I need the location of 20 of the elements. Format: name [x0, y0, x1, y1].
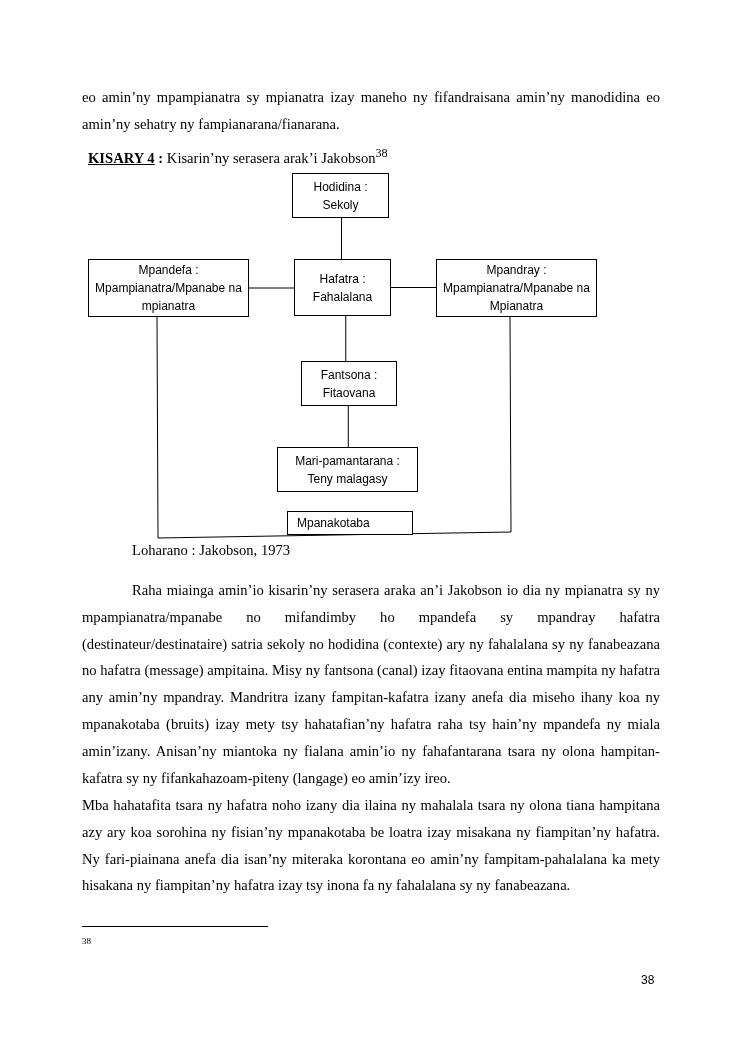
paragraph: Mba hahatafita tsara ny hafatra noho izany dia ilaina ny mahalala tsara ny olona tiana hampitana azy ary koa sorohina ny fisian’ny mpanakotaba be loatra izay misakana ny fiampitan’ny hafatra. Ny fari-piainana anefa dia isan’ny miteraka korontana eo amin’ny fampitam-pahalalana ka mety hisakana ny fiampitan’ny hafatra izay tsy inona fa ny fahalalana sy ny fanabeazana.: [82, 796, 660, 896]
text-box: Mpandray : Mpampianatra/Mpanabe na Mpianatra: [436, 259, 597, 317]
text-box: Mpandefa : Mpampianatra/Mpanabe na mpianatra: [88, 259, 249, 317]
text-box: Hodidina : Sekoly: [292, 173, 389, 218]
page-number: 38: [641, 973, 655, 987]
connector-line: [156, 316, 512, 539]
text-box: Mari-pamantarana : Teny malagasy: [277, 447, 418, 492]
figure-title: KISARY 4 : Kisarin’ny serasera arak’i Jakobson$^{38}$: [88, 146, 388, 167]
connector-line: [341, 217, 342, 260]
source-caption: Loharano : Jakobson, 1973: [132, 542, 291, 559]
connector-line: [347, 405, 349, 448]
connector-line: [345, 315, 347, 362]
paragraph: Raha miainga amin’io kisarin’ny serasera araka an’i Jakobson io dia ny mpianatra sy ny mpampianatra/mpanabe no mifandimby ho mpandefa sy mpandray hafatra (destinateur/destinataire) satria sekoly no hodidina (contexte) ary ny fahalalana sy ny fanabeazana no hafatra (message) ampitaina. Misy ny fantsona (canal) izay fitaovana entina mampita ny hafatra any amin’ny mpandray. Mandritra izany fampitan-kafatra izany anefa dia miseho ihany koa ny mpanakotaba (bruits) izay mety tsy hahatafian’ny hafatra raha tsy hain’ny mpandefa ny miala amin’izany. Anisan’ny miantoka ny fialana amin’io ny fahafantarana tsara ny olona hampitan-kafatra sy ny fifankahazoam-piteny (langage) eo amin’izy ireo.: [82, 581, 660, 788]
connector-line: [248, 287, 295, 289]
paragraph: eo amin’ny mpampianatra sy mpianatra izay maneho ny fifandraisana amin’ny manodidina eo amin’ny sehatry ny fampianarana/fianarana.: [82, 88, 660, 134]
footnote-mark: 38: [82, 936, 91, 946]
connector-line: [390, 287, 437, 288]
text-box: Hafatra : Fahalalana: [294, 259, 391, 316]
text-box: Fantsona : Fitaovana: [301, 361, 397, 406]
text-box: Mpanakotaba: [287, 511, 413, 535]
